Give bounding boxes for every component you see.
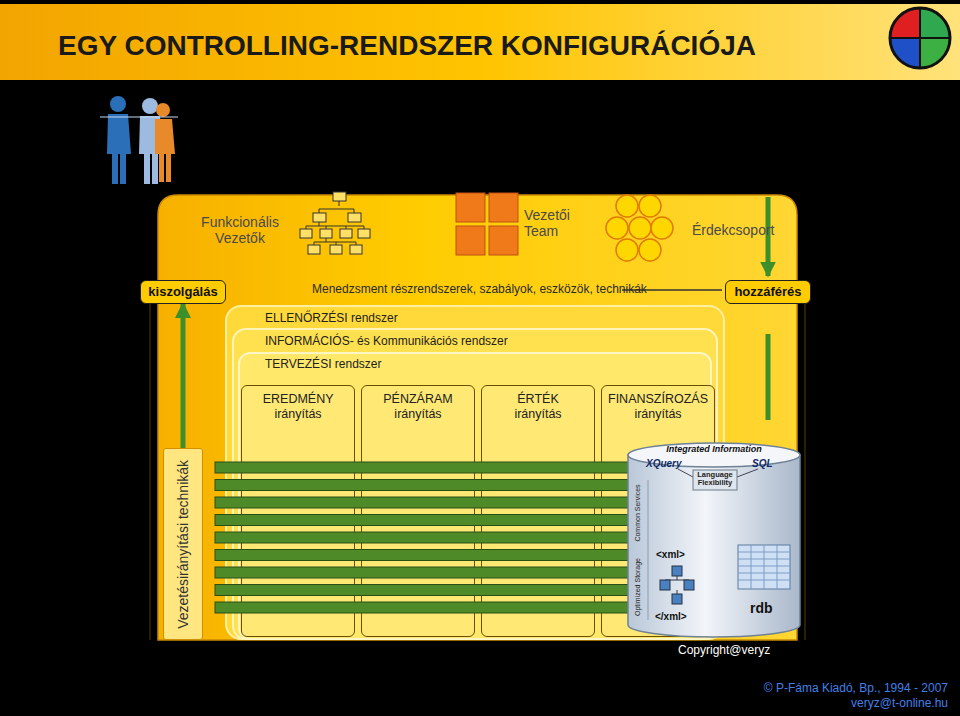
stakeholder-circles-part — [651, 217, 673, 239]
technique-bars-part — [215, 550, 630, 561]
database-label: Language Flexibility — [697, 471, 732, 487]
org-chart-icon-part — [348, 213, 361, 222]
database-label: XQuery — [646, 458, 682, 470]
vertical-label: Vezetésirányítási technikák — [175, 460, 192, 629]
stakeholder-circles-part — [629, 217, 651, 239]
stakeholder-circles-part — [639, 195, 661, 217]
stakeholder-circles-part — [616, 195, 638, 217]
connector-arrow — [181, 304, 186, 448]
panel-part — [150, 296, 805, 305]
group-label: Érdekcsoport — [692, 222, 774, 238]
technique-bars — [215, 462, 630, 613]
database-cylinder-part — [737, 469, 758, 477]
database-label: <xml> — [656, 549, 685, 561]
technique-bars-part — [215, 532, 630, 543]
slide-title: EGY CONTROLLING-RENDSZER KONFIGURÁCIÓJA — [58, 30, 756, 62]
stakeholder-circles — [606, 195, 673, 261]
org-chart-icon-part — [330, 245, 342, 254]
access-arrow-part — [766, 334, 771, 420]
group-label: Vezetői Team — [524, 207, 570, 239]
box-label: hozzáférés — [734, 284, 801, 300]
panel — [150, 195, 805, 640]
technique-bars-part — [215, 602, 630, 613]
database-label: Common Services — [634, 484, 642, 541]
database-cylinder-part — [678, 469, 693, 477]
stakeholder-circles-part — [616, 239, 638, 261]
org-chart-icon-part — [350, 245, 362, 254]
org-chart-icon-part — [320, 229, 332, 238]
database-cylinder-part — [738, 545, 790, 589]
technique-bars-part — [215, 567, 630, 578]
title-bar — [0, 4, 960, 80]
group-label: Funkcionális Vezetők — [201, 214, 279, 246]
database-cylinder — [628, 443, 800, 637]
database-cylinder-part — [648, 480, 649, 620]
technique-bars-part — [215, 515, 630, 526]
team-squares-part — [489, 226, 518, 255]
people-icon-part — [142, 98, 158, 114]
database-cylinder-part — [672, 594, 682, 604]
copyright-note: veryz@t-online.hu — [851, 697, 948, 711]
technique-bars-part — [215, 480, 630, 491]
people-icon-part — [155, 119, 175, 182]
team-squares-part — [456, 226, 485, 255]
database-label: Optimized Storage — [634, 558, 642, 616]
database-cylinder-part — [684, 580, 694, 590]
team-squares-part — [489, 193, 518, 222]
org-chart-icon-part — [306, 201, 364, 245]
stakeholder-circles-part — [606, 217, 628, 239]
people-icon-part — [156, 103, 170, 117]
control-column: PÉNZÁRAM irányítás — [361, 385, 475, 637]
logo-circle-part — [919, 8, 921, 68]
control-column: EREDMÉNY irányítás — [241, 385, 355, 637]
database-label: SQL — [752, 458, 773, 470]
technique-band: Vezetésirányítási technikák — [163, 448, 203, 640]
box-label: FINANSZÍROZÁS irányítás — [608, 392, 708, 422]
org-chart-icon — [300, 192, 370, 254]
copyright-note: Copyright@veryz — [678, 644, 770, 658]
team-squares — [456, 193, 518, 255]
copyright-note: © P-Fáma Kiadó, Bp., 1994 - 2007 — [764, 682, 948, 696]
database-label: Integrated Information — [666, 444, 762, 454]
people-icon-part — [107, 114, 131, 184]
stakeholder-circles-part — [639, 239, 661, 261]
database-cylinder-part — [628, 455, 800, 637]
box-label: INFORMÁCIÓS- és Kommunikációs rendszer — [265, 334, 508, 348]
panel-part — [149, 305, 151, 640]
technique-bars-part — [215, 497, 630, 508]
group-label: Menedzsment részrendszerek, szabályok, e… — [312, 283, 647, 297]
people-icon — [100, 96, 178, 184]
process-box: kiszolgálás — [140, 280, 226, 304]
box-label: PÉNZÁRAM irányítás — [383, 392, 452, 422]
logo-circle-part — [890, 8, 950, 68]
control-column: ÉRTÉK irányítás — [481, 385, 595, 637]
technique-bars-part — [215, 585, 630, 596]
people-icon-part — [110, 96, 126, 112]
database-cylinder-part — [738, 545, 790, 589]
box-label: EREDMÉNY irányítás — [263, 392, 334, 422]
box-label: TERVEZÉSI rendszer — [265, 357, 381, 371]
org-chart-icon-part — [313, 213, 326, 222]
process-box: hozzáférés — [725, 280, 811, 304]
logo-circle — [890, 8, 950, 68]
panel-part — [804, 305, 806, 640]
box-label: kiszolgálás — [148, 284, 217, 300]
org-chart-icon-part — [308, 245, 320, 254]
box-label: ÉRTÉK irányítás — [514, 392, 561, 422]
technique-bars-part — [215, 462, 630, 473]
database-label: rdb — [750, 600, 773, 616]
org-chart-icon-part — [300, 229, 312, 238]
team-squares-part — [456, 193, 485, 222]
database-cylinder-part — [660, 580, 670, 590]
title-bar-part — [0, 4, 960, 80]
box-label: ELLENŐRZÉSI rendszer — [265, 311, 398, 325]
people-icon-part — [100, 117, 178, 118]
org-chart-icon-part — [333, 192, 346, 201]
database-label: </xml> — [655, 611, 687, 623]
org-chart-icon-part — [358, 229, 370, 238]
database-cylinder-part — [693, 470, 737, 490]
database-cylinder-part — [672, 566, 682, 576]
org-chart-icon-part — [340, 229, 352, 238]
